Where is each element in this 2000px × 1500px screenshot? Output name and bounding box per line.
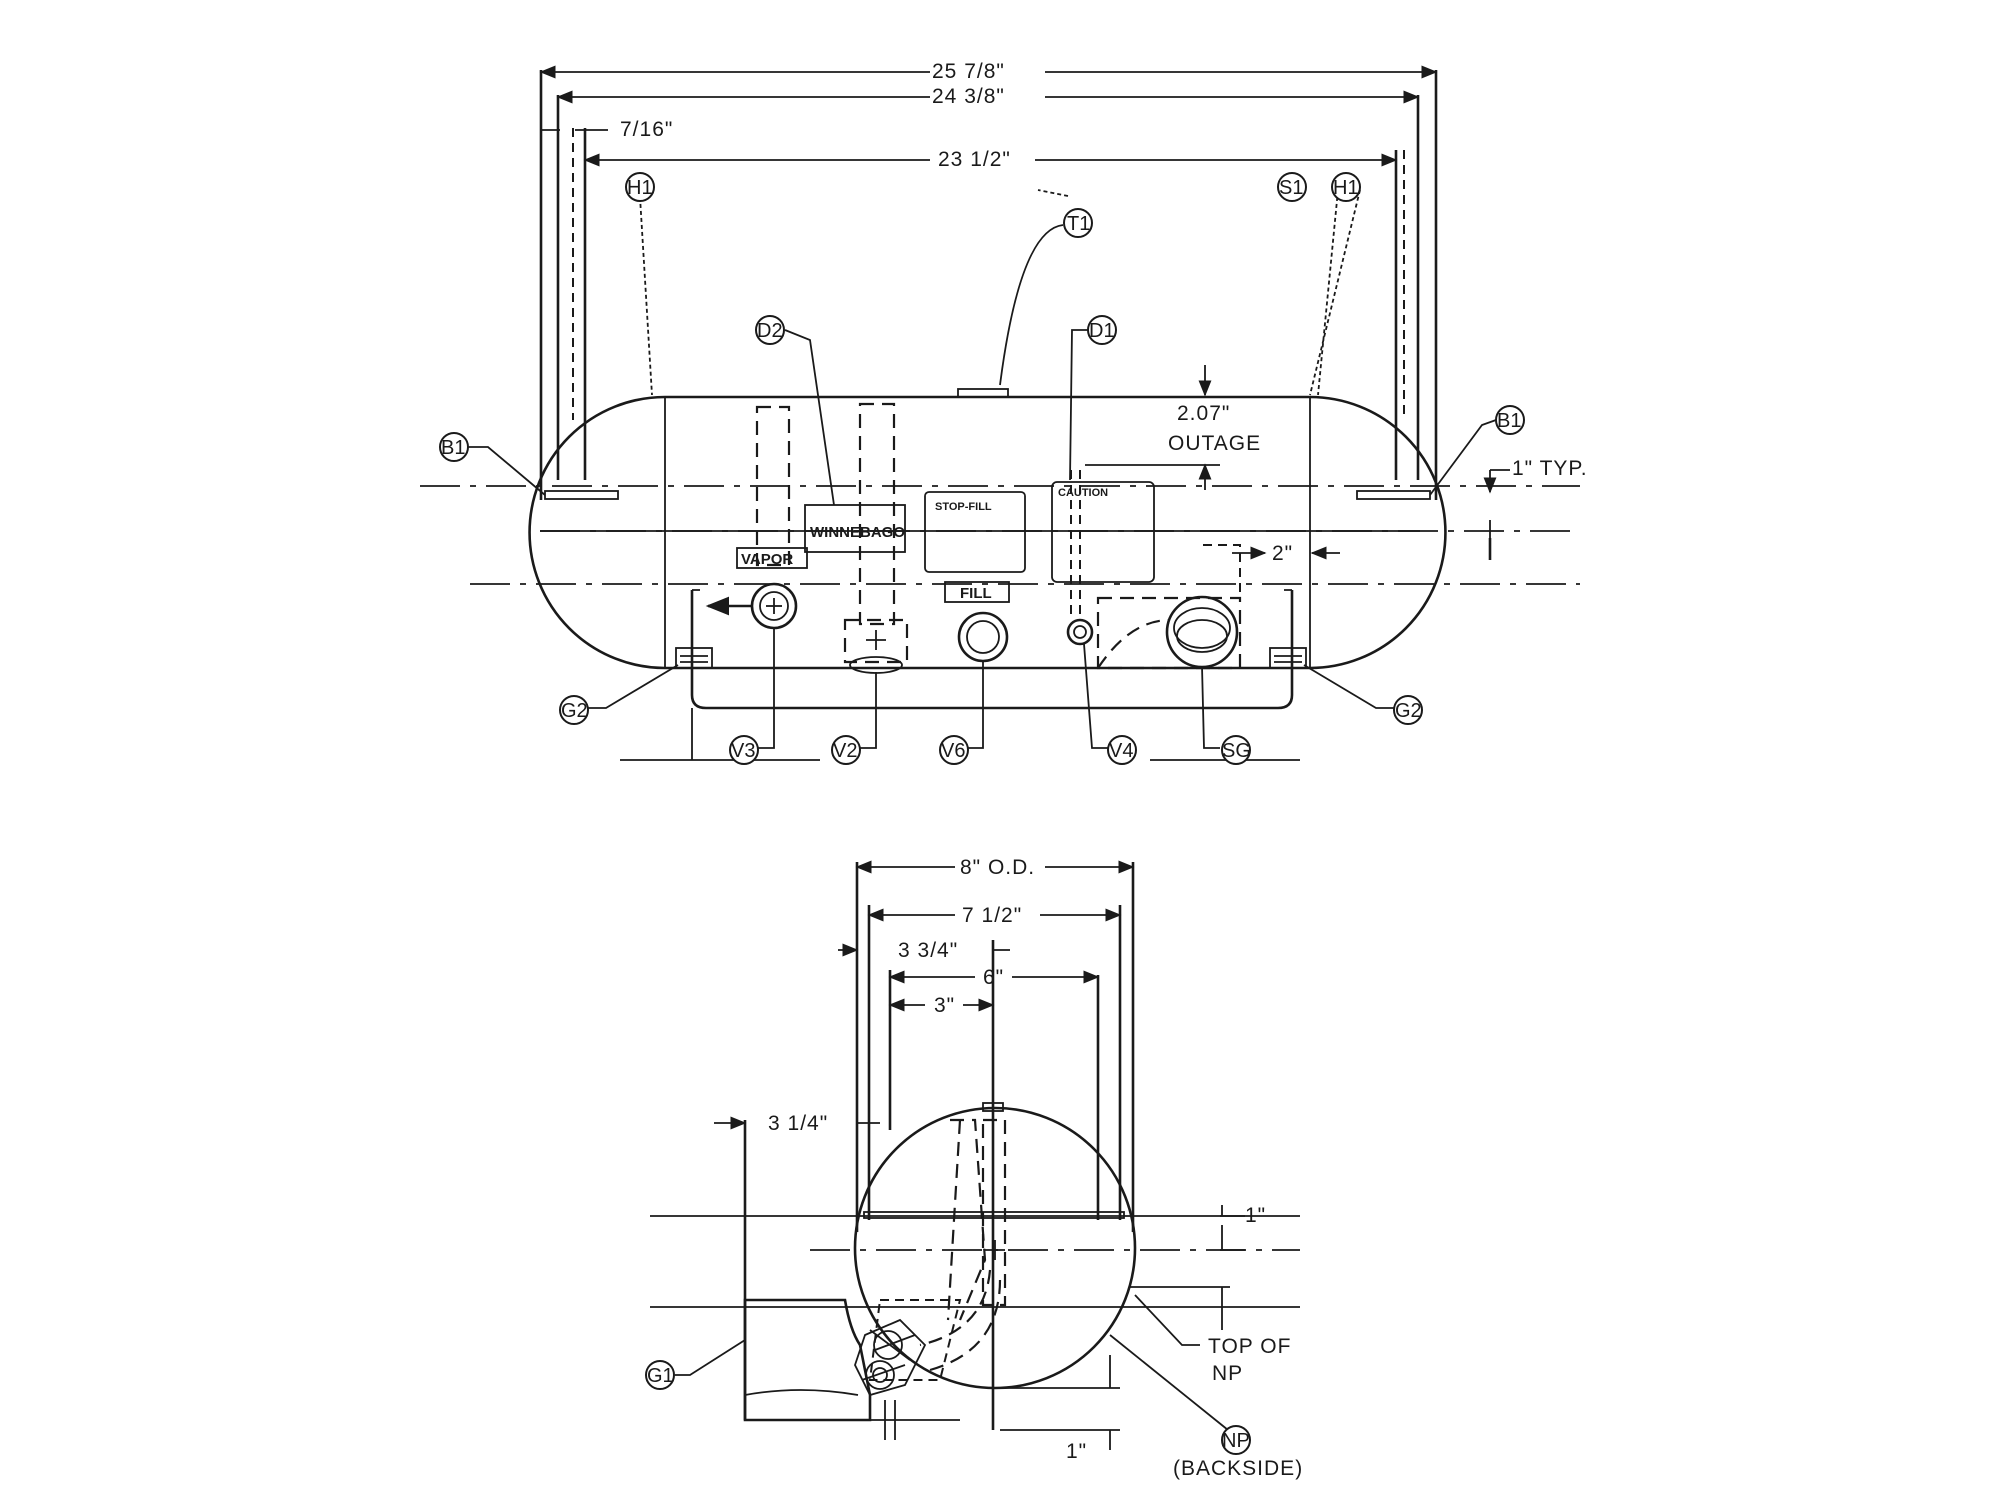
dim-top-gap: 1" — [1245, 1204, 1266, 1227]
dim-edge-offset: 7/16" — [620, 118, 673, 141]
callout-g1: G1 — [645, 1360, 675, 1390]
callout-g2-left: G2 — [559, 695, 589, 725]
svg-text:B1: B1 — [1497, 410, 1521, 432]
dim-offset-d: 3 1/4" — [768, 1112, 828, 1135]
dim-offset-c: 3" — [934, 994, 955, 1017]
backside-label: (BACKSIDE) — [1173, 1457, 1303, 1480]
svg-text:SG: SG — [1222, 740, 1251, 762]
dim-offset-a: 3 3/4" — [898, 939, 958, 962]
callout-h1-left: H1 — [625, 172, 655, 202]
callout-d2: D2 — [755, 315, 785, 345]
svg-text:D1: D1 — [1089, 320, 1115, 342]
svg-text:T1: T1 — [1067, 213, 1090, 235]
callout-t1: T1 — [1063, 208, 1093, 238]
stop-fill-plate — [924, 491, 1026, 573]
svg-text:V6: V6 — [941, 740, 965, 762]
callout-b1-right: B1 — [1495, 405, 1525, 435]
valve-cluster — [854, 1318, 927, 1397]
svg-text:H1: H1 — [1333, 177, 1359, 199]
dim-outage-label: OUTAGE — [1168, 432, 1261, 455]
winnebago-plate — [804, 504, 906, 553]
svg-text:G2: G2 — [561, 700, 588, 722]
top-of-np-label: NP — [1212, 1362, 1243, 1385]
callout-v6: V6 — [939, 735, 969, 765]
front-view: 25 7/8" 24 3/8" 7/16" 23 1/2" — [420, 60, 1588, 765]
caution-plate — [1051, 481, 1155, 583]
top-of-label: TOP OF — [1208, 1335, 1291, 1358]
end-view: 8" O.D. 7 1/2" 3 3/4" 6" 3" 3 1/4" — [645, 856, 1303, 1480]
vapor-label: VAPOR — [741, 551, 793, 568]
callout-d1: D1 — [1087, 315, 1117, 345]
callout-s1: S1 — [1277, 172, 1307, 202]
svg-text:V2: V2 — [833, 740, 857, 762]
mounting-bracket-g1 — [743, 1298, 872, 1422]
tank-end-circle — [853, 1106, 1137, 1390]
callout-v4: V4 — [1107, 735, 1137, 765]
svg-text:G1: G1 — [647, 1365, 674, 1387]
fill-label: FILL — [960, 585, 992, 602]
svg-text:D2: D2 — [757, 320, 783, 342]
dim-overall-length: 25 7/8" — [932, 60, 1005, 83]
dim-width: 7 1/2" — [962, 904, 1022, 927]
winnebago-label: WINNEBAGO — [810, 524, 905, 541]
dim-outage-value: 2.07" — [1177, 402, 1230, 425]
callout-v3: V3 — [729, 735, 759, 765]
callout-b1-left: B1 — [439, 432, 469, 462]
callout-v2: V2 — [831, 735, 861, 765]
vapor-label-plate — [736, 547, 808, 569]
callout-h1-right: H1 — [1331, 172, 1361, 202]
svg-text:V3: V3 — [731, 740, 755, 762]
callout-np: NP — [1221, 1425, 1251, 1455]
bolt-right — [1269, 647, 1307, 669]
svg-text:B1: B1 — [441, 437, 465, 459]
callout-g2-right: G2 — [1393, 695, 1423, 725]
svg-text:V4: V4 — [1109, 740, 1133, 762]
caution-label: CAUTION — [1058, 487, 1108, 499]
svg-text:G2: G2 — [1395, 700, 1422, 722]
svg-text:S1: S1 — [1279, 177, 1303, 199]
bolt-left — [675, 647, 713, 669]
callout-sg: SG — [1221, 735, 1251, 765]
dim-gauge-offset: 2" — [1272, 542, 1293, 565]
dim-bottom-gap: 1" — [1066, 1440, 1087, 1463]
dim-offset-b: 6" — [983, 966, 1004, 989]
dim-shell-length: 23 1/2" — [938, 148, 1011, 171]
dim-outer-diameter: 8" O.D. — [960, 856, 1035, 879]
dim-typ-offset: 1" TYP. — [1512, 457, 1588, 480]
stop-fill-label: STOP-FILL — [935, 501, 992, 513]
tank-shell — [528, 395, 1447, 670]
svg-text:H1: H1 — [627, 177, 653, 199]
dim-mount-span: 24 3/8" — [932, 85, 1005, 108]
svg-text:NP: NP — [1222, 1430, 1250, 1452]
